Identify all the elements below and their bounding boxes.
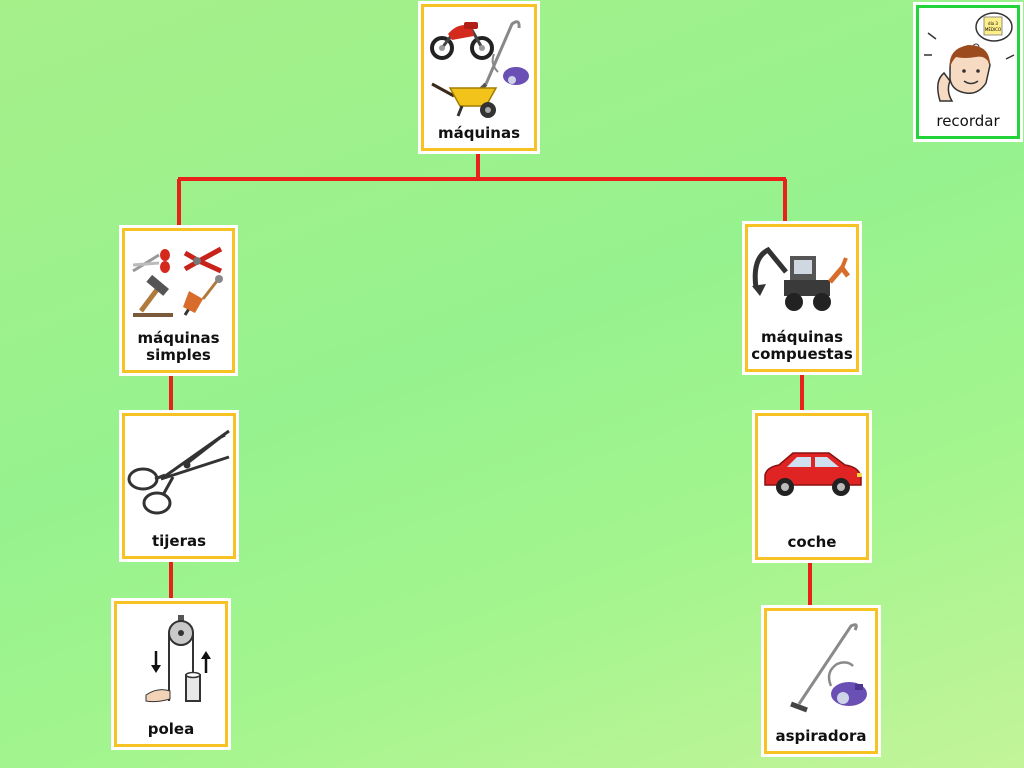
tijeras-picture (125, 416, 233, 533)
recordar-picture: día 3 MÉDICO (919, 8, 1017, 113)
node-aspiradora[interactable]: aspiradora (761, 605, 881, 757)
wheelbarrow-icon (431, 82, 498, 118)
node-coche[interactable]: coche (752, 410, 872, 563)
coche-label: coche (787, 533, 837, 551)
node-maquinas-compuestas[interactable]: máquinas compuestas (742, 221, 862, 375)
maquinas-compuestas-picture (748, 227, 856, 329)
maquinas-simples-label: máquinas simples (137, 329, 220, 364)
motorcycle-icon (430, 21, 494, 60)
pulley-icon (145, 614, 211, 702)
node-polea[interactable]: polea (111, 598, 231, 750)
maquinas-label: máquinas (437, 124, 521, 142)
note-text-1: día 3 (988, 21, 998, 26)
aspiradora-label: aspiradora (775, 727, 867, 745)
maquinas-simples-picture (125, 231, 232, 330)
maquinas-compuestas-label: máquinas compuestas (751, 328, 853, 363)
shovel-icon (182, 274, 223, 316)
aspiradora-picture (767, 611, 875, 728)
scissors-icon (127, 429, 230, 515)
node-tijeras[interactable]: tijeras (119, 410, 239, 562)
thinking-person-icon: día 3 MÉDICO (924, 11, 1015, 102)
node-maquinas-simples[interactable]: máquinas simples (119, 225, 238, 376)
polea-label: polea (147, 720, 195, 738)
tijeras-label: tijeras (151, 532, 207, 550)
pliers-icon (183, 246, 222, 273)
polea-picture (117, 604, 225, 721)
recordar-button[interactable]: día 3 MÉDICO recordar (913, 2, 1023, 142)
vacuum-cleaner-icon (790, 622, 867, 712)
maquinas-picture (424, 7, 534, 125)
backhoe-icon (752, 246, 850, 311)
hedge-shears-icon (131, 248, 170, 273)
note-text-2: MÉDICO (985, 27, 1001, 32)
node-maquinas[interactable]: máquinas (418, 1, 540, 154)
recordar-label: recordar (936, 112, 1000, 130)
car-icon (764, 452, 862, 496)
coche-picture (758, 416, 866, 534)
hammer-icon (132, 274, 173, 317)
